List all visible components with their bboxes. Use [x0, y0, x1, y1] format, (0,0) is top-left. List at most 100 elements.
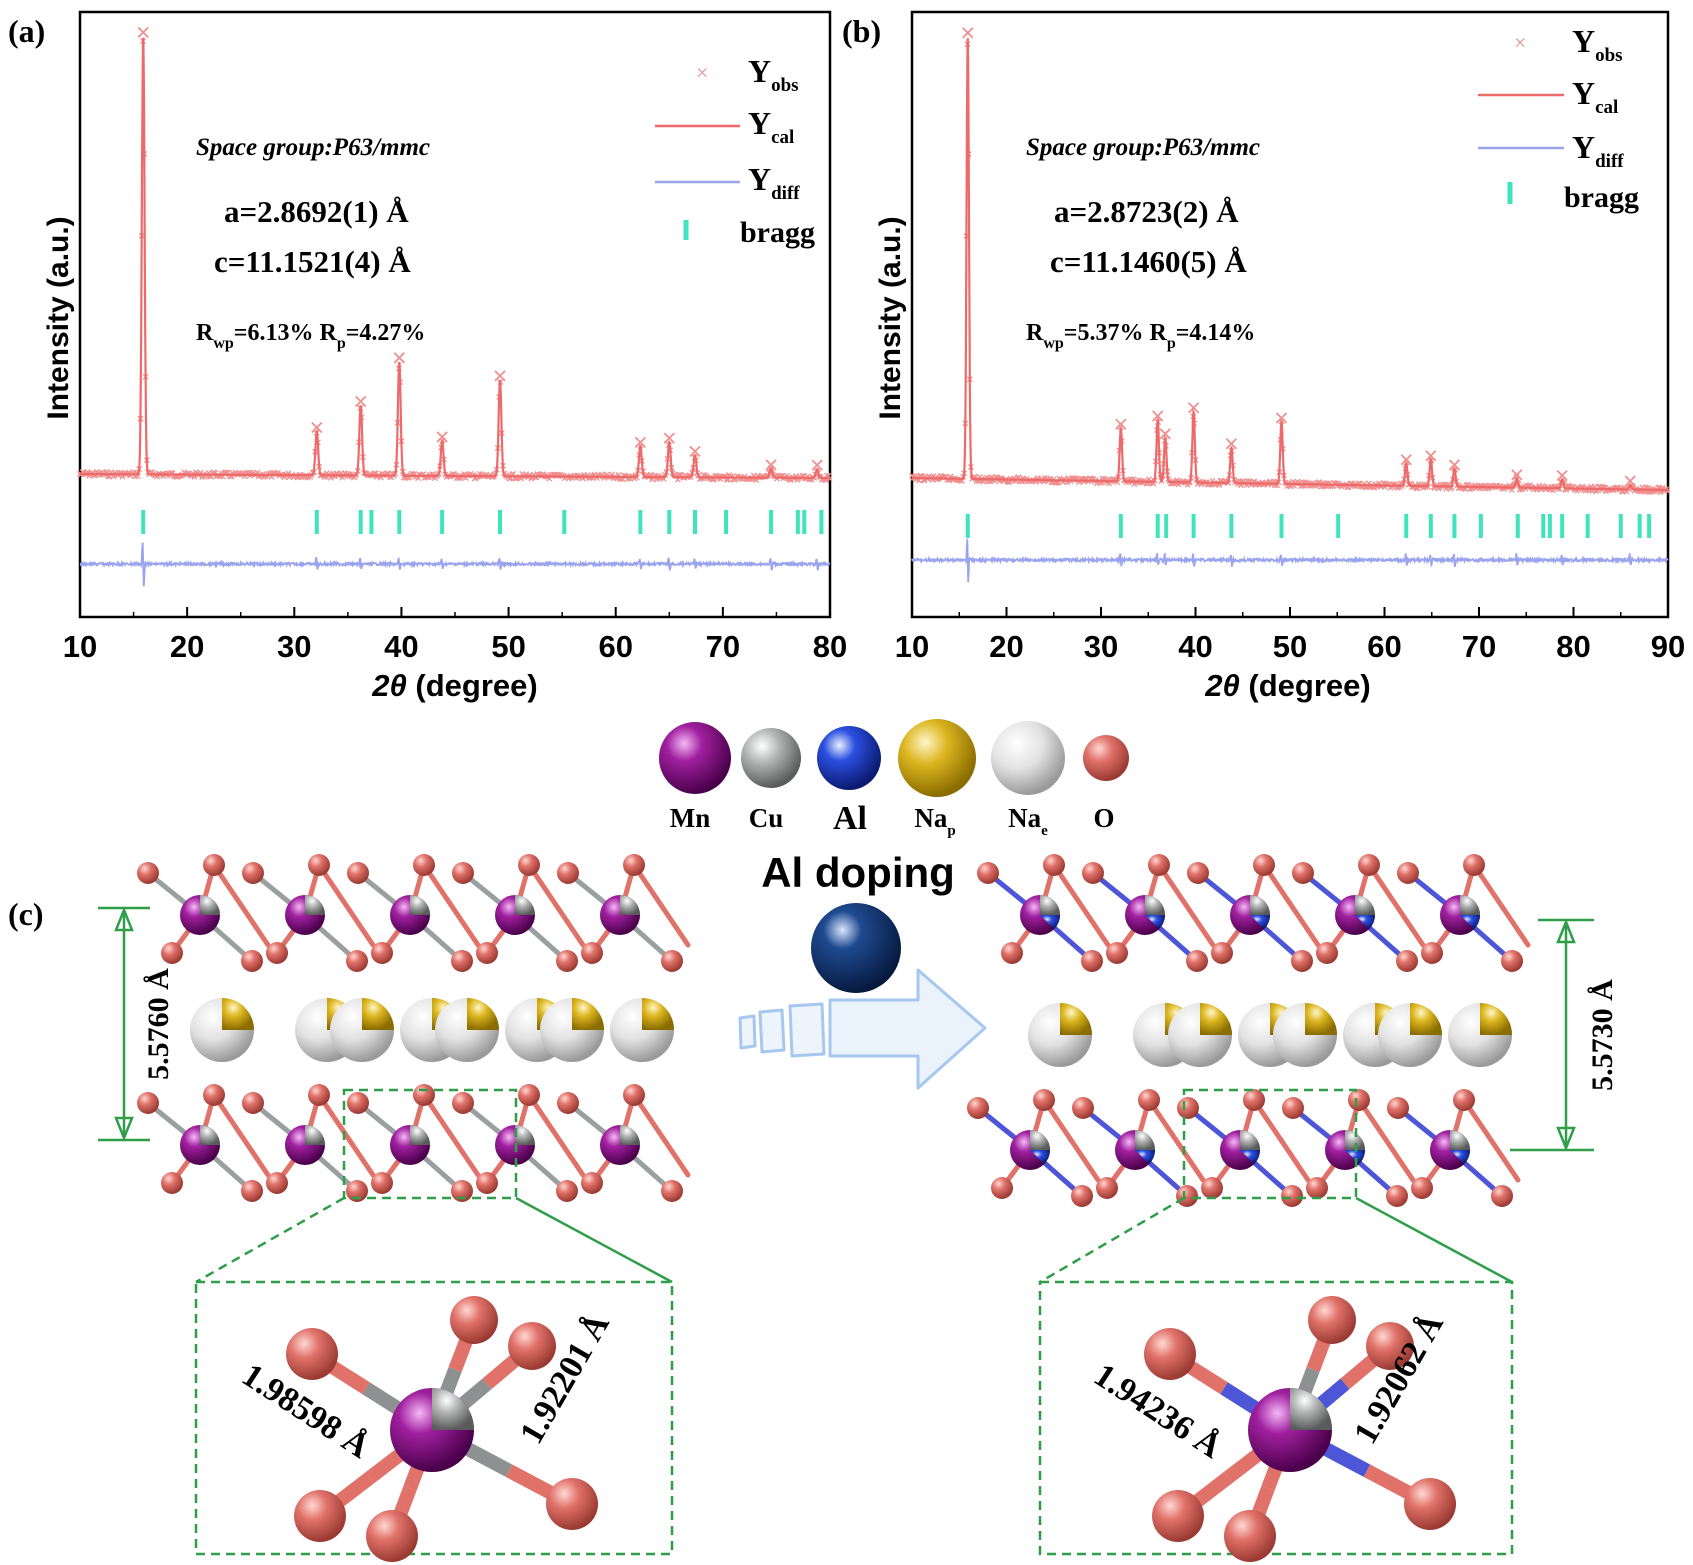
panel-b-plot-frame — [910, 10, 1670, 619]
diff-line — [79, 542, 831, 587]
oxygen-atom — [137, 1092, 159, 1114]
cu-site — [200, 1125, 220, 1145]
oxygen-atom — [1386, 1185, 1408, 1207]
cu-site — [1145, 895, 1165, 915]
left-spacing-arrowhead-bottom — [114, 1116, 134, 1142]
oxygen-atom — [1001, 942, 1023, 964]
oxygen-atom — [161, 1172, 183, 1194]
panel-a-legend-cal-sub: cal — [771, 127, 794, 148]
obs-peak-point — [1448, 459, 1461, 471]
oxygen-atom — [661, 950, 683, 972]
x-tick-label: 20 — [170, 629, 204, 664]
cu-site — [410, 895, 430, 915]
left-spacing-arrowhead-top — [114, 906, 134, 932]
oxygen-atom — [1082, 862, 1104, 884]
octahedron-oxygen — [1224, 1510, 1276, 1562]
al-site — [1250, 915, 1270, 929]
cu-site — [1250, 895, 1270, 915]
oxygen-link — [421, 862, 481, 948]
panel-a-legend-bragg: bragg — [740, 216, 815, 249]
oxygen-atom — [1491, 1185, 1513, 1207]
panel-b-r-factors: Rwp=5.37% Rp=4.14% — [1026, 320, 1255, 352]
oxygen-atom — [1396, 950, 1418, 972]
oxygen-atom — [1253, 854, 1275, 876]
oxygen-link — [1251, 1097, 1311, 1183]
panel-a-legend-diff-sub: diff — [771, 183, 800, 204]
obs-peak-point — [1115, 418, 1127, 430]
panel-a-legend: × Yobs Ycal Ydiff bragg — [655, 53, 815, 249]
panel-a-legend-cal: Ycal — [748, 105, 794, 148]
al-site — [1240, 1150, 1260, 1164]
oxygen-atom — [1292, 862, 1314, 884]
left-zoom-guide-2 — [515, 1196, 673, 1284]
cu-site — [1030, 1130, 1050, 1150]
obs-peak-point — [1275, 412, 1288, 424]
panel-a-rp-symbol: R — [319, 320, 337, 346]
na-p-site — [1480, 1003, 1512, 1035]
oxygen-atom — [1186, 950, 1208, 972]
obs-peak-point — [355, 395, 367, 408]
panel-b-legend-bragg: bragg — [1564, 181, 1639, 214]
octahedron-center-cu — [432, 1388, 474, 1430]
al-site — [1355, 915, 1375, 929]
oxygen-atom — [1453, 1089, 1475, 1111]
right-spacing-arrowhead-bottom — [1556, 1126, 1576, 1152]
panel-b-space-group: Space group:P63/mmc — [1026, 134, 1260, 161]
oxygen-atom — [1211, 942, 1233, 964]
octahedron-center-cu — [1290, 1388, 1332, 1430]
panel-a-rp-sub: p — [337, 335, 346, 352]
panel-b-xlabel-unit: (degree) — [1248, 668, 1370, 703]
obs-peak-point — [1400, 454, 1412, 466]
left-spacing-marker — [98, 906, 150, 1142]
panel-a-rwp-symbol: R — [196, 320, 214, 346]
oxygen-link — [316, 1092, 376, 1178]
panel-b-lattice-c: c=11.1460(5) Å — [1050, 244, 1247, 279]
panel-b-legend-obs-sym: Y — [1572, 23, 1595, 59]
oxygen-link — [211, 862, 271, 948]
legend-nae-label: Nae — [1008, 803, 1048, 839]
oxygen-atom — [371, 1172, 393, 1194]
right-zoom-guide-1 — [1039, 1196, 1185, 1284]
oxygen-atom — [1138, 1089, 1160, 1111]
octahedron-oxygen — [366, 1510, 418, 1562]
obs-peak-point — [494, 370, 506, 382]
panel-a-legend-obs-sub: obs — [771, 75, 798, 96]
legend-al-label: Al — [833, 800, 867, 837]
x-tick-label: 10 — [895, 629, 929, 664]
oxygen-atom — [1176, 1185, 1198, 1207]
oxygen-atom — [623, 1084, 645, 1106]
panel-a-legend-diff: Ydiff — [748, 161, 800, 204]
x-tick-label: 30 — [277, 629, 311, 664]
panel-b-rwp-sub: wp — [1043, 335, 1064, 352]
oxygen-atom — [1306, 1177, 1328, 1199]
oxygen-atom — [977, 862, 999, 884]
panel-a-xlabel-symbol: 2θ — [371, 668, 407, 703]
oxygen-atom — [241, 1180, 263, 1202]
oxygen-atom — [518, 854, 540, 876]
oxygen-link — [1471, 862, 1531, 948]
cu-site — [200, 895, 220, 915]
oxygen-atom — [308, 854, 330, 876]
panel-a-legend-obs-marker: × — [696, 60, 708, 85]
panel-b-legend-cal-sym: Y — [1572, 75, 1595, 111]
na-p-site — [222, 998, 254, 1030]
oxygen-atom — [1071, 1185, 1093, 1207]
cu-site — [1460, 895, 1480, 915]
oxygen-atom — [1358, 854, 1380, 876]
dopant-al-sphere — [811, 903, 901, 993]
na-p-site — [1200, 1003, 1232, 1035]
oxygen-link — [526, 862, 586, 948]
oxygen-atom — [557, 862, 579, 884]
panel-b-legend-diff-sym: Y — [1572, 129, 1595, 165]
octahedron-oxygen — [1144, 1328, 1196, 1380]
al-doped-structure — [967, 854, 1531, 1207]
al-doping-label: Al doping — [761, 849, 955, 896]
oxygen-atom — [556, 950, 578, 972]
oxygen-atom — [266, 942, 288, 964]
legend-nae-sym: Na — [1008, 803, 1041, 833]
panel-b-xlabel-symbol: 2θ — [1204, 668, 1240, 703]
panel-a-legend-obs: Yobs — [748, 53, 799, 96]
legend-nae-sub: e — [1041, 823, 1048, 839]
doping-arrow-block-3 — [738, 1014, 757, 1050]
oxygen-atom — [161, 942, 183, 964]
